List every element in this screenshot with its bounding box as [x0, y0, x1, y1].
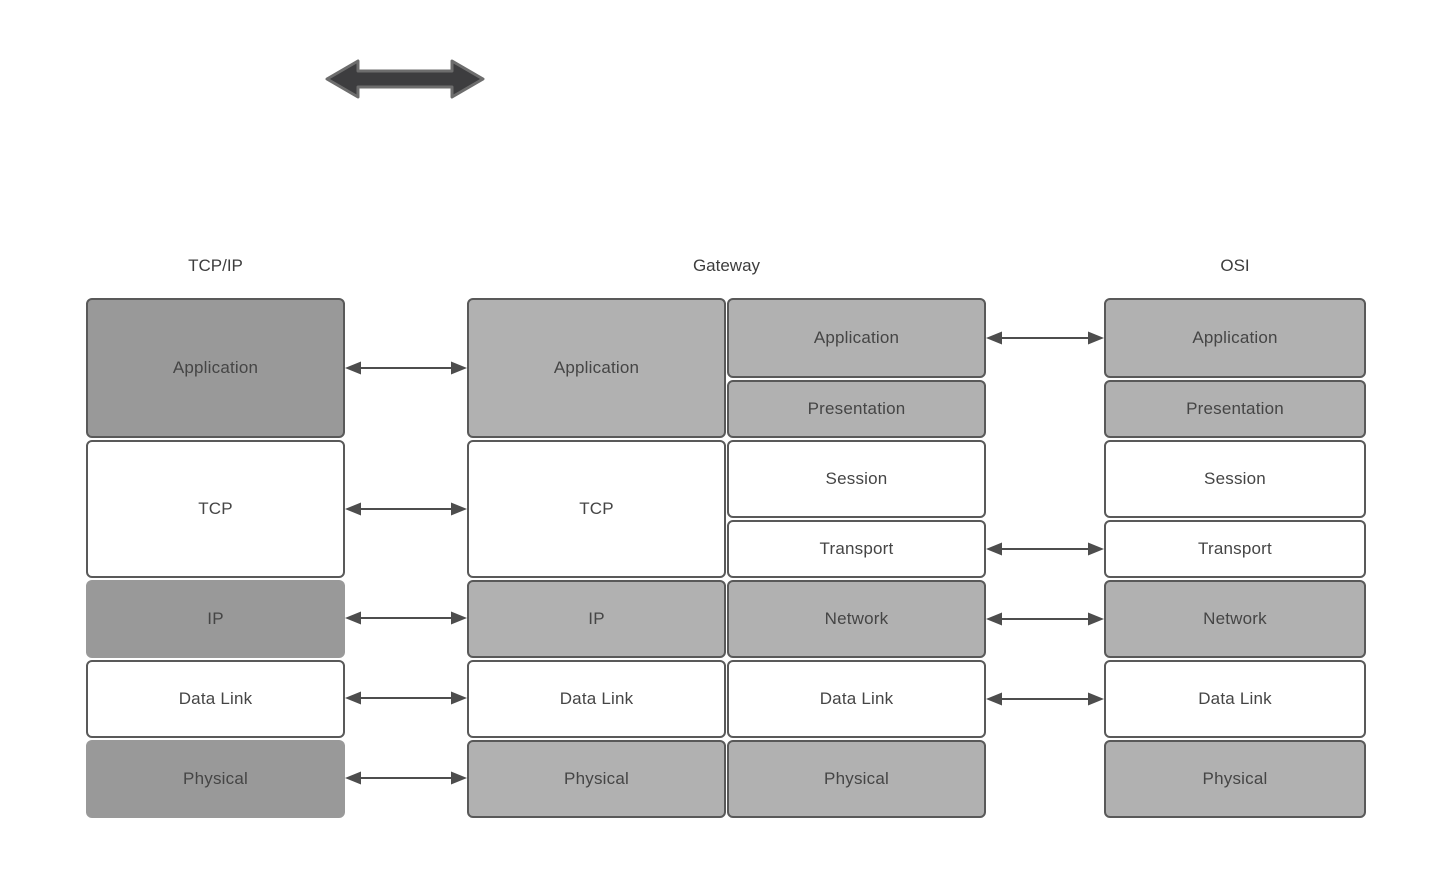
layer-box-gateway-osi-side-transport: Transport — [727, 520, 986, 578]
layer-box-osi-data-link: Data Link — [1104, 660, 1366, 738]
layer-box-gateway-tcpip-side-data-link: Data Link — [467, 660, 726, 738]
column-header-tcpip: TCP/IP — [188, 256, 243, 275]
layer-box-gateway-tcpip-side-application: Application — [467, 298, 726, 438]
layer-box-gateway-tcpip-side-ip: IP — [467, 580, 726, 658]
layer-box-gateway-osi-side-presentation: Presentation — [727, 380, 986, 438]
layer-box-gateway-tcpip-side-tcp: TCP — [467, 440, 726, 578]
double-arrow — [986, 612, 1104, 626]
layer-box-osi-network: Network — [1104, 580, 1366, 658]
layer-box-gateway-osi-side-session: Session — [727, 440, 986, 518]
column-header-osi: OSI — [1220, 256, 1250, 275]
double-arrow — [986, 692, 1104, 706]
double-arrow — [986, 542, 1104, 556]
double-arrow — [345, 771, 467, 785]
double-arrow — [345, 502, 467, 516]
layer-box-osi-session: Session — [1104, 440, 1366, 518]
thick-double-arrow-icon — [325, 59, 485, 99]
layer-box-gateway-osi-side-data-link: Data Link — [727, 660, 986, 738]
layer-box-osi-presentation: Presentation — [1104, 380, 1366, 438]
layer-box-gateway-tcpip-side-physical: Physical — [467, 740, 726, 818]
column-header-gateway: Gateway — [692, 256, 761, 275]
layer-box-tcpip-physical: Physical — [86, 740, 345, 818]
layer-box-tcpip-tcp: TCP — [86, 440, 345, 578]
layer-box-tcpip-data-link: Data Link — [86, 660, 345, 738]
layer-box-osi-transport: Transport — [1104, 520, 1366, 578]
double-arrow — [345, 611, 467, 625]
layer-box-gateway-osi-side-physical: Physical — [727, 740, 986, 818]
layer-box-gateway-osi-side-application: Application — [727, 298, 986, 378]
double-arrow — [345, 361, 467, 375]
layer-box-osi-physical: Physical — [1104, 740, 1366, 818]
double-arrow — [345, 691, 467, 705]
layer-box-gateway-osi-side-network: Network — [727, 580, 986, 658]
layer-box-tcpip-application: Application — [86, 298, 345, 438]
double-arrow — [986, 331, 1104, 345]
layer-box-osi-application: Application — [1104, 298, 1366, 378]
layer-box-tcpip-ip: IP — [86, 580, 345, 658]
